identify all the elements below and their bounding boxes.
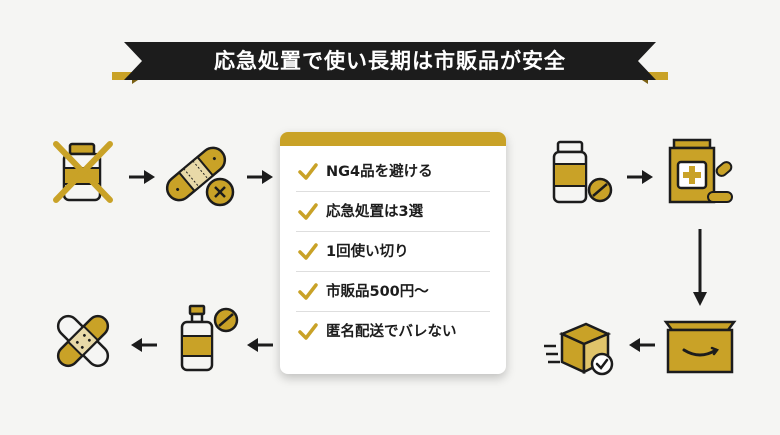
arrow-icon: [129, 170, 155, 184]
arrow-icon: [247, 338, 273, 352]
card-accent-bar: [280, 132, 506, 146]
list-item: 1回使い切り: [296, 232, 490, 272]
list-item-label: 市販品500円〜: [326, 284, 429, 300]
list-item: 匿名配送でバレない: [296, 312, 490, 352]
list-item-label: 匿名配送でバレない: [326, 324, 457, 340]
list-item-label: NG4品を避ける: [326, 164, 433, 180]
list-item: 応急処置は3選: [296, 192, 490, 232]
crossed-out-medicine-bottle-icon: [53, 141, 113, 203]
fast-shipping-box-icon: [544, 322, 614, 376]
checklist: NG4品を避ける 応急処置は3選 1回使い切り 市販品500円〜 匿名配送でバレ…: [280, 146, 506, 352]
arrow-icon: [629, 338, 655, 352]
checkmark-icon: [298, 243, 318, 260]
checkmark-icon: [298, 203, 318, 220]
page-title: 応急処置で使い長期は市販品が安全: [214, 49, 566, 73]
list-item: 市販品500円〜: [296, 272, 490, 312]
checkmark-icon: [298, 323, 318, 340]
syringe-vial-with-pill-icon: [180, 304, 239, 372]
crossed-bandages-icon: [56, 314, 110, 368]
list-item-label: 1回使い切り: [326, 244, 409, 260]
arrow-icon: [627, 170, 653, 184]
arrow-icon: [247, 170, 273, 184]
medicine-bottle-with-pill-icon: [552, 140, 613, 204]
delivery-box-icon: [663, 320, 737, 374]
pharmacy-bag-with-pills-icon: [668, 138, 733, 204]
checkmark-icon: [298, 283, 318, 300]
title-banner: 応急処置で使い長期は市販品が安全: [112, 36, 668, 90]
bandage-with-x-icon: [165, 146, 235, 207]
banner-ribbon-shape: [112, 42, 668, 84]
list-item: NG4品を避ける: [296, 152, 490, 192]
arrow-icon: [693, 229, 707, 306]
arrow-icon: [131, 338, 157, 352]
list-item-label: 応急処置は3選: [326, 204, 424, 220]
checkmark-icon: [298, 163, 318, 180]
checklist-card: NG4品を避ける 応急処置は3選 1回使い切り 市販品500円〜 匿名配送でバレ…: [280, 132, 506, 374]
